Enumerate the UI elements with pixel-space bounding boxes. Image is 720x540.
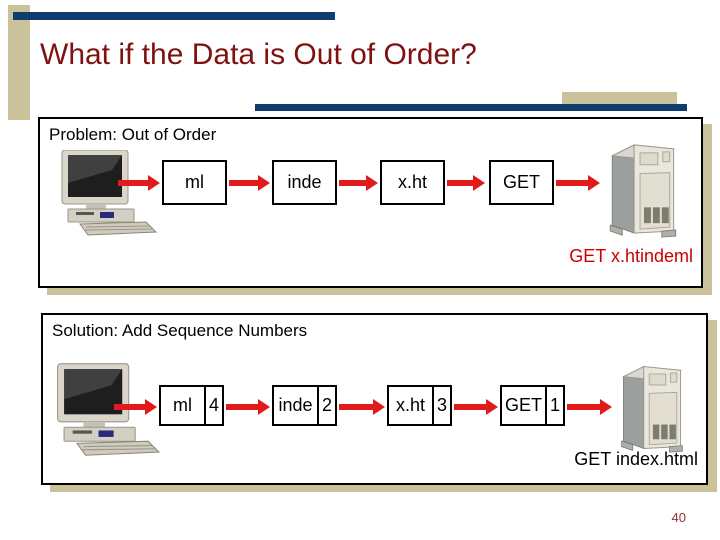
packet: ml [162,160,227,205]
tan-accent-block-right [562,92,677,106]
solution-result-text: GET index.html [574,449,698,469]
arrow-right-icon [339,399,385,415]
packet-label: inde [287,172,322,192]
tan-accent-bar-left [8,5,30,120]
packet: inde 2 [272,385,337,426]
problem-result-text: GET x.htindeml [569,246,693,266]
packet: GET [489,160,554,205]
packet-label: GET [504,395,542,415]
arrow-right-icon [226,399,270,415]
packet-sequence-number: 4 [204,387,222,424]
packet-label: ml [173,395,192,415]
packet-sequence-number: 1 [545,387,563,424]
slide-title: What if the Data is Out of Order? [40,38,477,71]
packet-label: GET [502,172,540,192]
page-number: 40 [671,510,686,525]
arrow-right-icon [118,175,160,191]
arrow-right-icon [556,175,600,191]
arrow-right-icon [567,399,612,415]
arrow-right-icon [114,399,157,415]
problem-heading: Problem: Out of Order [49,125,217,144]
arrow-right-icon [339,175,378,191]
packet: x.ht [380,160,445,205]
server-tower-icon [609,144,677,238]
packet: x.ht 3 [387,385,452,426]
arrow-right-icon [454,399,498,415]
desktop-computer-icon [57,363,161,456]
packet-sequence-number: 3 [432,387,450,424]
packet: inde [272,160,337,205]
packet-sequence-number: 2 [317,387,335,424]
packet-label: x.ht [397,172,427,192]
navy-accent-bar-top [13,12,335,20]
arrow-right-icon [447,175,485,191]
desktop-computer-icon [61,150,158,236]
packet: GET 1 [500,385,565,426]
solution-heading: Solution: Add Sequence Numbers [52,321,308,340]
packet-label: x.ht [395,395,425,415]
arrow-right-icon [229,175,270,191]
navy-accent-bar-under-title [255,104,687,111]
packet-label: ml [185,172,204,192]
packet: ml 4 [159,385,224,426]
solution-panel: Solution: Add Sequence Numbers ml 4 inde… [41,313,708,485]
server-tower-icon [621,365,683,453]
problem-panel: Problem: Out of Order ml inde x.ht GET [38,117,703,288]
packet-label: inde [278,395,313,415]
